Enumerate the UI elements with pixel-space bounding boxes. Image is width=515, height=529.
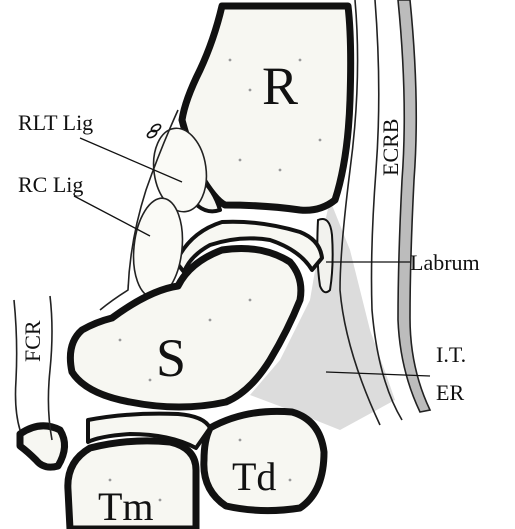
fcr-tendon-outer [14,300,20,430]
label-scaphoid: S [156,328,186,388]
label-it: I.T. [436,342,466,367]
label-radius: R [262,56,298,116]
label-er: ER [436,380,464,405]
fcr-tendon-inner [48,296,52,440]
label-labrum: Labrum [410,250,480,275]
label-ecrb: ECRB [378,119,403,176]
label-fcr: FCR [20,320,45,362]
label-trapezium: Tm [98,484,154,529]
ecrb-tendon [398,0,430,412]
label-rc-lig: RC Lig [18,172,83,197]
ulnar-edge-piece [20,426,65,467]
label-rlt-lig: RLT Lig [18,110,93,135]
label-trapezoid: Td [232,454,276,499]
spring-marker [146,123,162,139]
